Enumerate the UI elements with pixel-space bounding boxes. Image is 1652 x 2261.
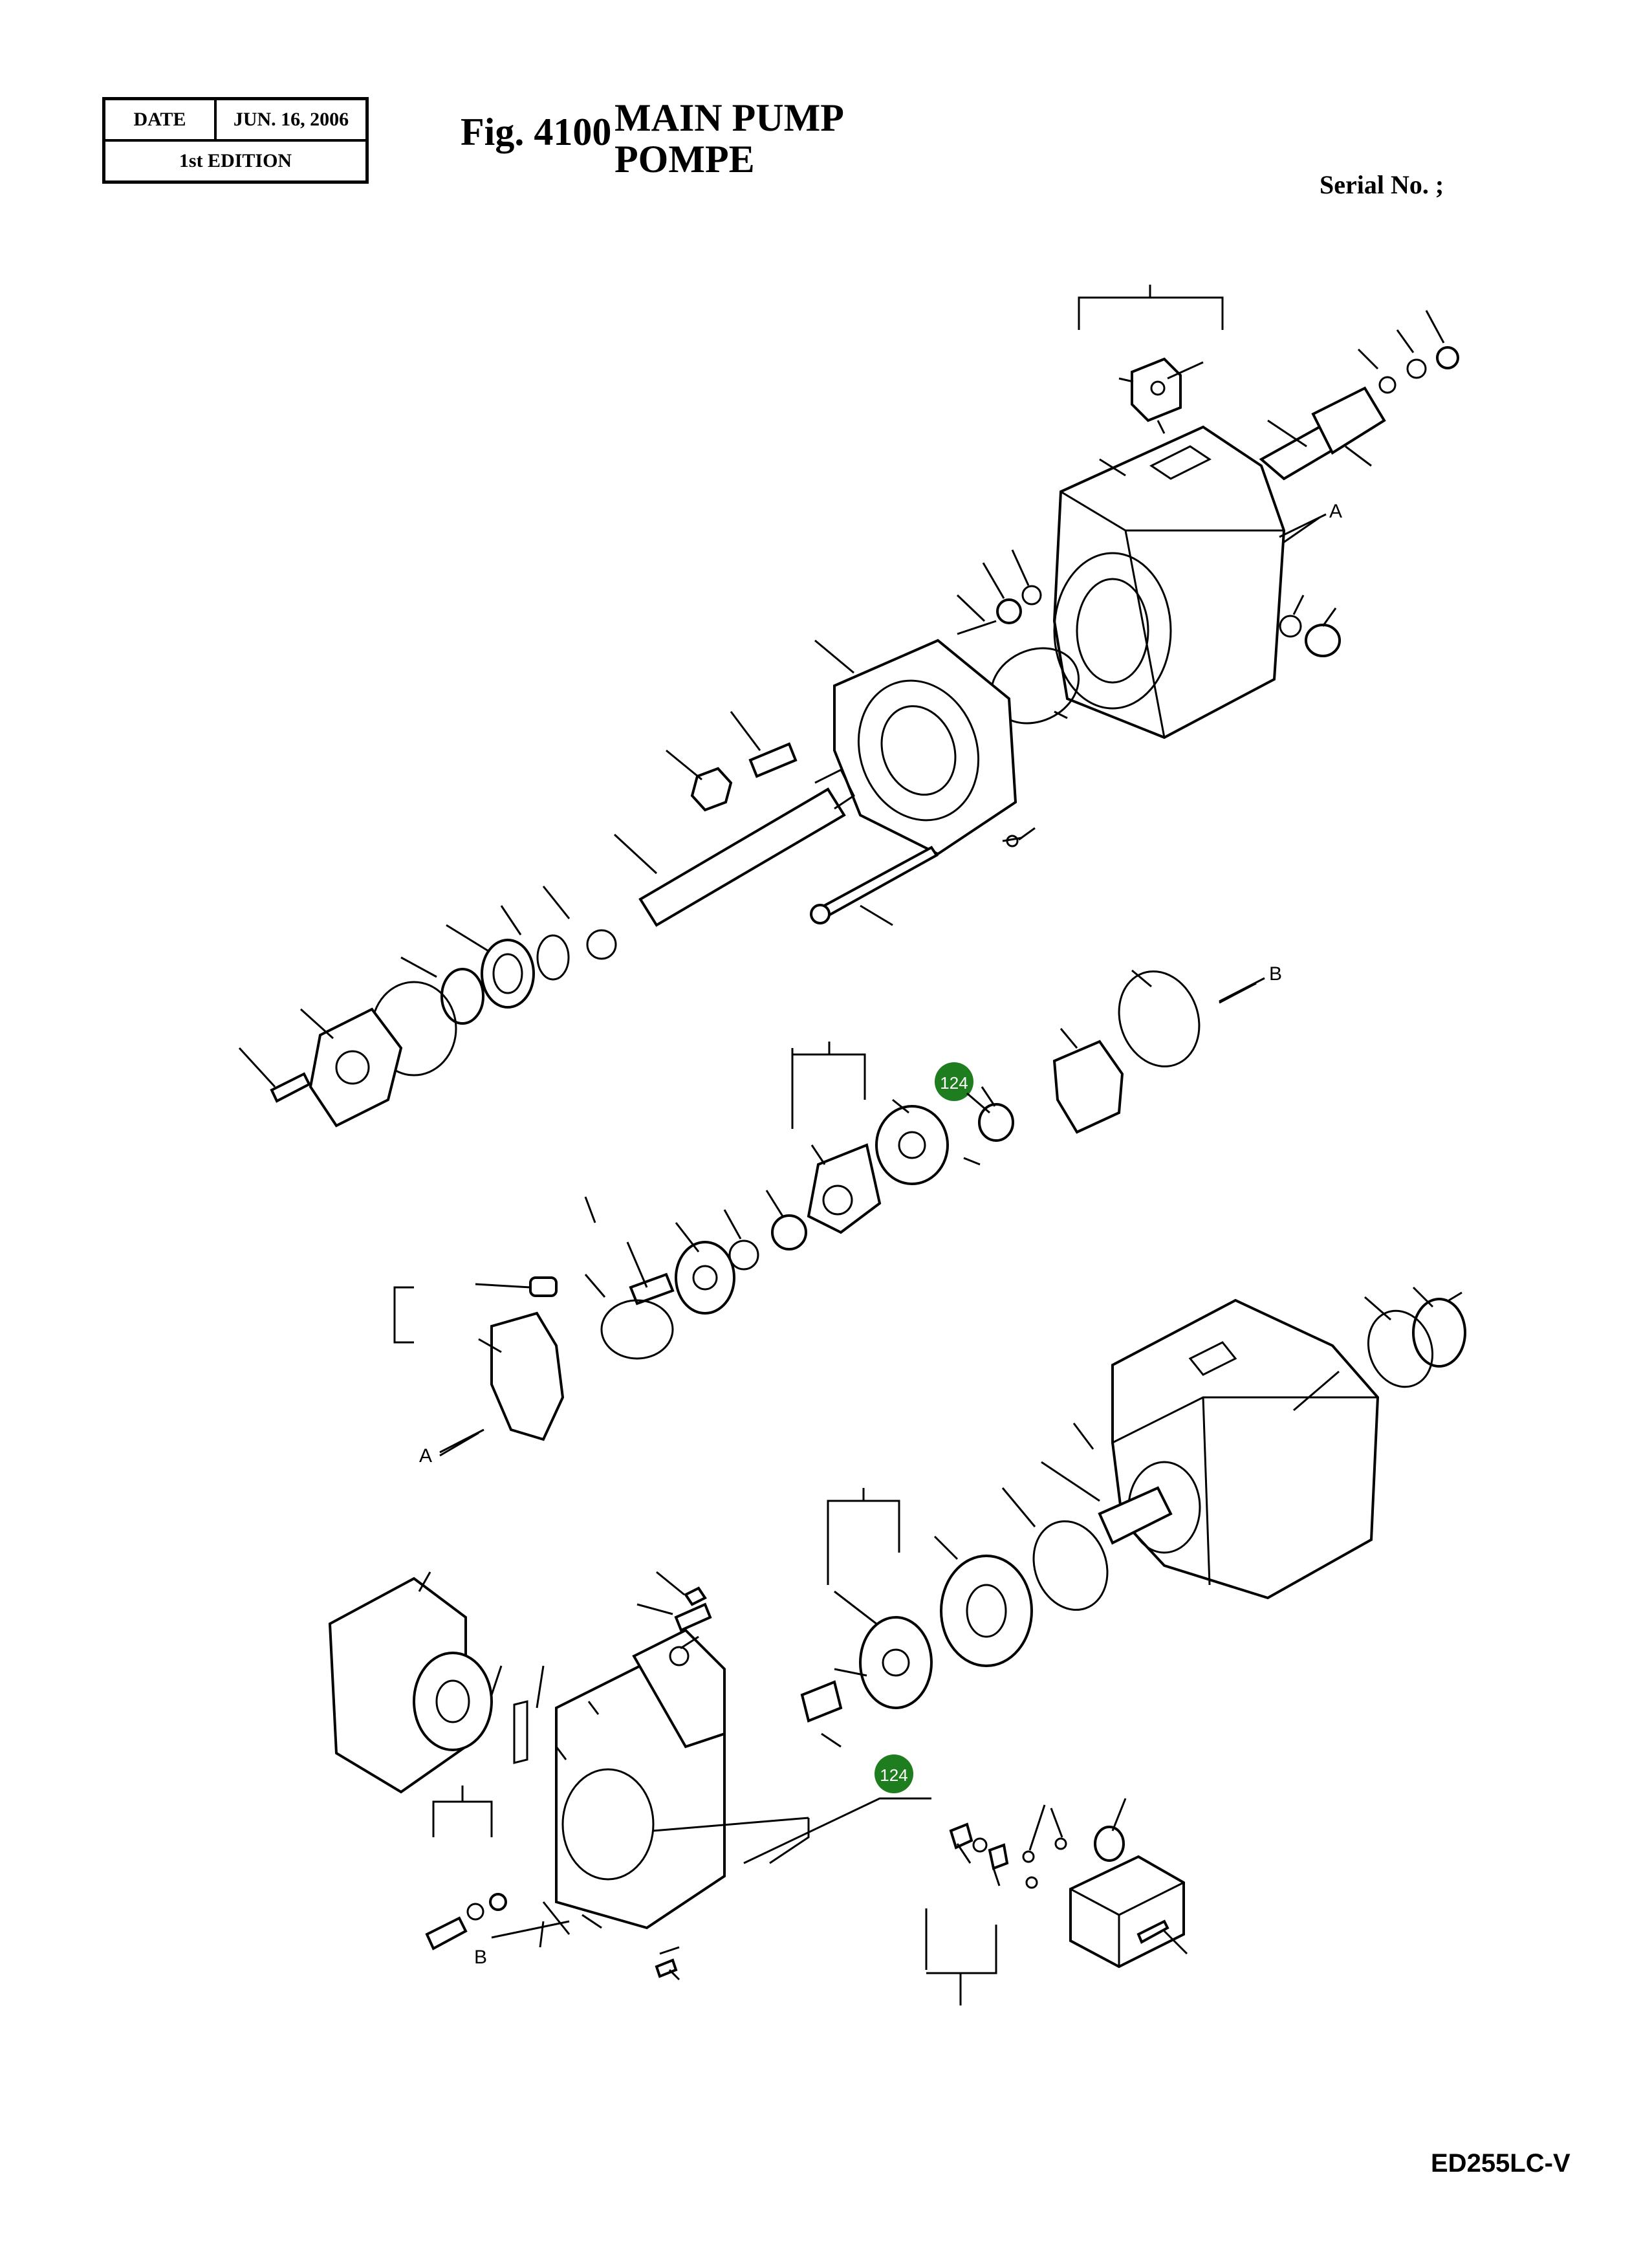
adapter-body bbox=[1311, 386, 1386, 455]
lower-assembly bbox=[328, 1286, 1466, 2005]
pump-housing bbox=[1052, 425, 1286, 739]
figure-number: Fig. 4100 bbox=[461, 111, 612, 153]
drive-shaft bbox=[638, 787, 846, 927]
callout-b-top: B bbox=[1269, 963, 1282, 985]
upper-assembly bbox=[238, 285, 1459, 1128]
valve-plate-2 bbox=[859, 1616, 933, 1709]
date-box: DATE JUN. 16, 2006 1st EDITION bbox=[102, 97, 369, 184]
callout-a-bottom: A bbox=[419, 1445, 432, 1467]
part-badge-124-lower[interactable]: 124 bbox=[875, 1754, 913, 1793]
cylinder-block-2 bbox=[940, 1555, 1033, 1667]
output-shaft bbox=[1098, 1486, 1173, 1545]
date-row: DATE JUN. 16, 2006 bbox=[105, 100, 365, 142]
badge-label: 124 bbox=[880, 1765, 908, 1785]
date-value: JUN. 16, 2006 bbox=[233, 109, 349, 130]
second-housing bbox=[1111, 1298, 1380, 1600]
pump-gear bbox=[413, 1652, 493, 1751]
flange-cover bbox=[833, 639, 1017, 856]
serial-number-label: Serial No. ; bbox=[1320, 170, 1444, 199]
valve-plate bbox=[875, 1105, 949, 1185]
badge-label: 124 bbox=[940, 1073, 968, 1093]
through-bolt bbox=[816, 846, 939, 921]
gear-shaft bbox=[1052, 1040, 1124, 1134]
title-english: MAIN PUMP bbox=[614, 96, 844, 139]
spring bbox=[748, 742, 798, 778]
swash-plate bbox=[490, 1311, 565, 1441]
date-label: DATE bbox=[105, 100, 217, 139]
callout-b-bottom: B bbox=[474, 1947, 487, 1968]
bushing bbox=[800, 1680, 843, 1723]
title-french: POMPE bbox=[614, 138, 755, 180]
retainer-plate bbox=[675, 1241, 735, 1315]
hex-nut bbox=[690, 767, 733, 812]
edition: 1st EDITION bbox=[179, 150, 292, 171]
bearing bbox=[481, 939, 535, 1009]
cover-plate bbox=[309, 1007, 403, 1128]
middle-assembly bbox=[393, 969, 1257, 1457]
model-code: ED255LC-V bbox=[1431, 2149, 1570, 2178]
callout-a-top: A bbox=[1329, 501, 1342, 522]
part-badge-124-upper[interactable]: 124 bbox=[935, 1062, 990, 1114]
cylinder-block bbox=[807, 1143, 882, 1234]
end-cover bbox=[1412, 1298, 1466, 1368]
regulator-block bbox=[1131, 357, 1182, 422]
solenoid bbox=[1094, 1826, 1125, 1862]
